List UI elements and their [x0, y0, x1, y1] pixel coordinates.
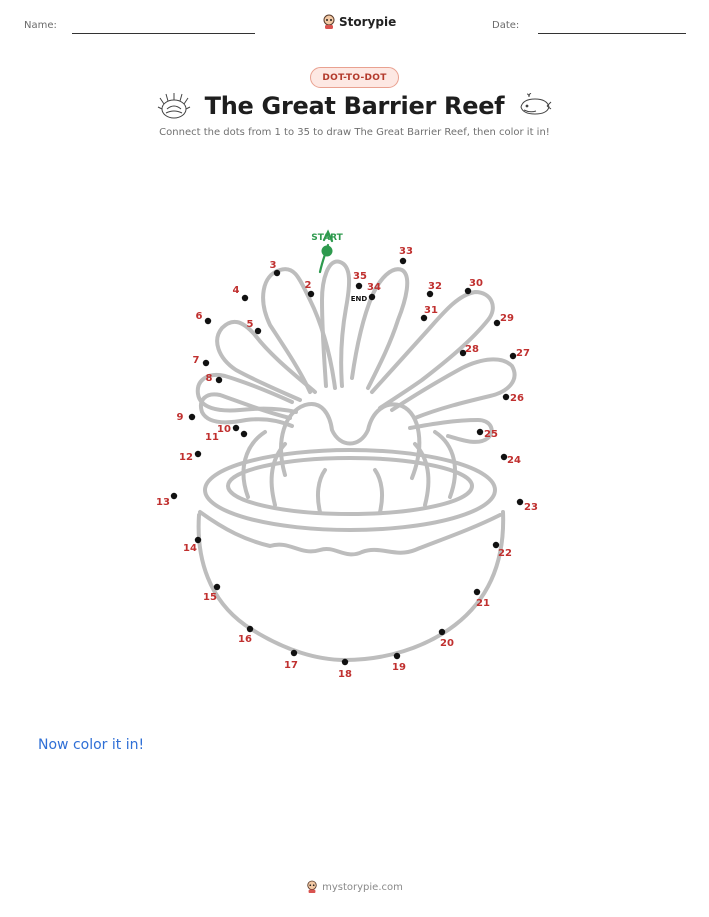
dot-number-31: 31 [424, 305, 438, 316]
dot-3[interactable] [273, 269, 281, 277]
dot-28[interactable] [459, 349, 467, 357]
instructions: Connect the dots from 1 to 35 to draw Th… [159, 127, 550, 138]
dot-number-34: 34 [367, 282, 381, 293]
dot-number-20: 20 [440, 638, 454, 649]
dot-9[interactable] [188, 413, 196, 421]
dot-7[interactable] [202, 359, 210, 367]
dot-number-2: 2 [305, 280, 312, 291]
dot-22[interactable] [492, 541, 500, 549]
storypie-mascot-icon [307, 880, 317, 893]
dot-number-32: 32 [428, 281, 442, 292]
storypie-mascot-icon [323, 14, 335, 29]
dot-number-10: 10 [217, 424, 231, 435]
dot-4[interactable] [241, 294, 249, 302]
dot-number-25: 25 [484, 429, 498, 440]
dot-21[interactable] [473, 588, 481, 596]
dot-6[interactable] [204, 317, 212, 325]
dot-29[interactable] [493, 319, 501, 327]
sea-urchin-icon [157, 93, 190, 119]
dot-15[interactable] [213, 583, 221, 591]
dot-number-29: 29 [500, 313, 514, 324]
dot-number-28: 28 [465, 344, 479, 355]
dot-10[interactable] [232, 424, 240, 432]
dot-number-11: 11 [205, 432, 219, 443]
dot-number-6: 6 [196, 311, 203, 322]
dot-2[interactable] [307, 290, 315, 298]
dot-number-15: 15 [203, 592, 217, 603]
date-write-line[interactable] [538, 33, 686, 34]
dot-14[interactable] [194, 536, 202, 544]
dot-24[interactable] [500, 453, 508, 461]
dot-number-19: 19 [392, 662, 406, 673]
date-label: Date: [492, 20, 520, 31]
dot-25[interactable] [476, 428, 484, 436]
dot-number-21: 21 [476, 598, 490, 609]
end-label: END [351, 295, 368, 303]
dot-30[interactable] [464, 287, 472, 295]
dot-layer: 2345678910111213141516171819202122232425… [156, 245, 538, 680]
brand-logo: Storypie [322, 14, 396, 30]
dot-number-23: 23 [524, 502, 538, 513]
dot-number-12: 12 [179, 452, 193, 463]
dot-number-8: 8 [206, 373, 213, 384]
dot-number-14: 14 [183, 543, 197, 554]
dot-number-22: 22 [498, 548, 512, 559]
name-label: Name: [24, 20, 57, 31]
dot-number-5: 5 [247, 319, 254, 330]
reef-outline [195, 259, 517, 662]
page-title: The Great Barrier Reef [204, 92, 505, 120]
start-label: START [311, 233, 343, 243]
dot-number-16: 16 [238, 634, 252, 645]
dot-27[interactable] [509, 352, 517, 360]
dot-13[interactable] [170, 492, 178, 500]
dot-number-17: 17 [284, 660, 298, 671]
dot-20[interactable] [438, 628, 446, 636]
dot-32[interactable] [426, 290, 434, 298]
dot-16[interactable] [246, 625, 254, 633]
dot-1[interactable] [321, 245, 333, 257]
footer-url: mystorypie.com [322, 881, 403, 893]
brand-name: Storypie [339, 15, 397, 29]
dot-number-30: 30 [469, 278, 483, 289]
dot-26[interactable] [502, 393, 510, 401]
whale-icon [520, 93, 552, 115]
dot-18[interactable] [341, 658, 349, 666]
dot-8[interactable] [215, 376, 223, 384]
dot-number-35: 35 [353, 271, 367, 282]
dot-number-3: 3 [270, 260, 277, 271]
dot-11[interactable] [240, 430, 248, 438]
color-it-in-prompt: Now color it in! [38, 737, 145, 753]
dot-number-7: 7 [193, 355, 200, 366]
dot-19[interactable] [393, 652, 401, 660]
dot-number-9: 9 [177, 412, 184, 423]
title-row: The Great Barrier Reef [0, 92, 709, 120]
dot-34[interactable] [368, 293, 376, 301]
dot-35[interactable] [355, 282, 363, 290]
dot-12[interactable] [194, 450, 202, 458]
dot-number-13: 13 [156, 497, 170, 508]
dot-number-24: 24 [507, 455, 521, 466]
dot-number-18: 18 [338, 669, 352, 680]
footer: mystorypie.com [0, 880, 709, 894]
dot-17[interactable] [290, 649, 298, 657]
dot-number-4: 4 [233, 285, 240, 296]
dot-number-27: 27 [516, 348, 530, 359]
name-write-line[interactable] [72, 33, 255, 34]
dot-23[interactable] [516, 498, 524, 506]
dot-to-dot-badge: DOT-TO-DOT [310, 67, 399, 88]
dot-5[interactable] [254, 327, 262, 335]
dot-33[interactable] [399, 257, 407, 265]
dot-number-26: 26 [510, 393, 524, 404]
dot-number-33: 33 [399, 246, 413, 257]
dot-31[interactable] [420, 314, 428, 322]
